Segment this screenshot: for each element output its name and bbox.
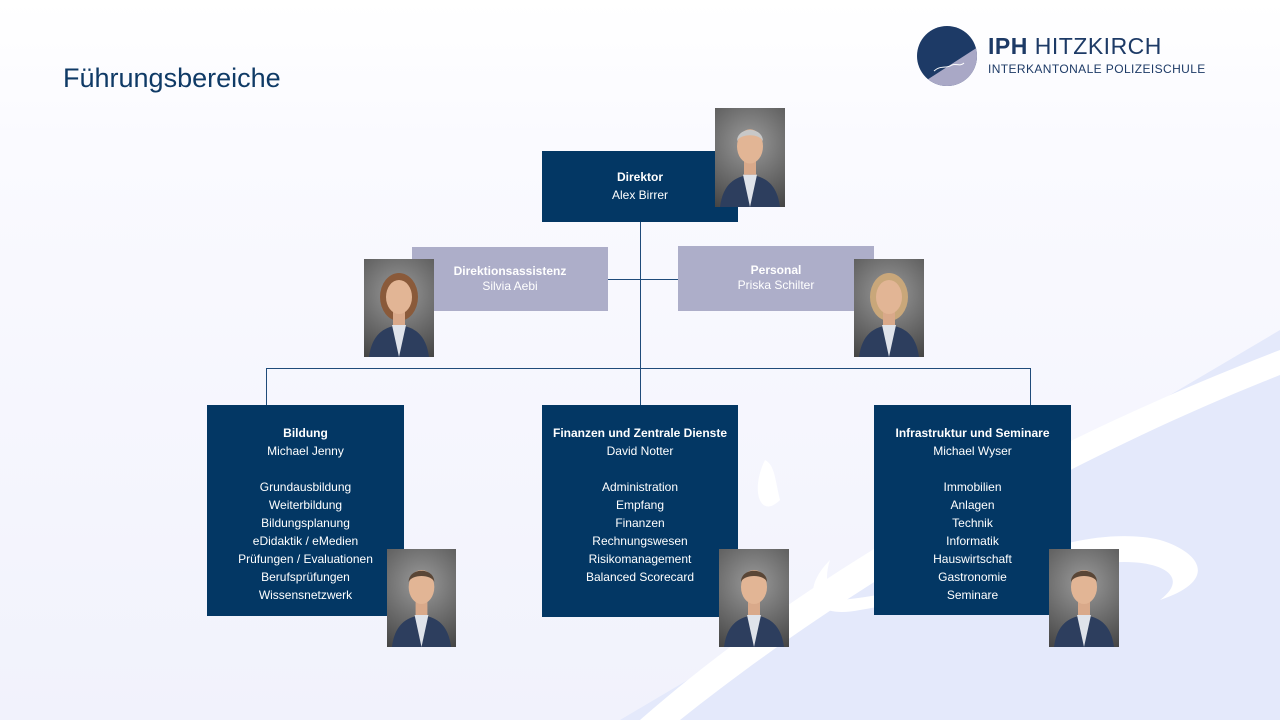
person-name: David Notter <box>606 444 674 458</box>
person-name: Michael Wyser <box>933 444 1012 458</box>
portrait-photo-director <box>715 108 785 207</box>
responsibility-item: Berufsprüfungen <box>261 570 350 584</box>
responsibility-item: Grundausbildung <box>259 480 352 494</box>
responsibility-item: Hauswirtschaft <box>933 552 1012 566</box>
portrait-photo-finanzen <box>719 549 789 647</box>
role-label: Direktionsassistenz <box>453 264 567 278</box>
connector-line <box>640 222 641 405</box>
portrait-photo-bildung <box>387 549 456 647</box>
page-title: Führungsbereiche <box>63 63 281 93</box>
responsibility-item: Rechnungswesen <box>592 534 688 548</box>
role-label: Personal <box>750 263 802 277</box>
responsibility-item: Administration <box>601 480 679 494</box>
portrait-photo-personal <box>854 259 924 357</box>
responsibility-item: Seminare <box>946 588 999 602</box>
responsibility-item: Anlagen <box>950 498 995 512</box>
logo-bold: IPH <box>988 33 1028 59</box>
responsibility-item: Risikomanagement <box>588 552 692 566</box>
role-label: Direktor <box>616 170 663 184</box>
org-box-infrastruktur: Infrastruktur und Seminare Michael Wyser… <box>874 405 1071 615</box>
responsibility-item: Gastronomie <box>938 570 1007 584</box>
responsibility-item: Finanzen <box>615 516 665 530</box>
responsibility-item: Technik <box>952 516 993 530</box>
logo-subtitle: INTERKANTONALE POLIZEISCHULE <box>988 62 1206 76</box>
responsibility-item: Bildungsplanung <box>261 516 350 530</box>
connector-line <box>266 368 267 405</box>
responsibility-item: Informatik <box>946 534 999 548</box>
responsibility-item: Wissensnetzwerk <box>258 588 353 602</box>
responsibility-item: Weiterbildung <box>268 498 343 512</box>
person-name: Silvia Aebi <box>482 279 538 293</box>
portrait-photo-infrastruktur <box>1049 549 1119 647</box>
person-name: Priska Schilter <box>737 278 815 292</box>
responsibility-item: Empfang <box>615 498 665 512</box>
org-box-personal: Personal Priska Schilter <box>678 246 874 311</box>
connector-line <box>266 368 1031 369</box>
org-box-finanzen: Finanzen und Zentrale Dienste David Nott… <box>542 405 738 617</box>
responsibility-item: Balanced Scorecard <box>585 570 695 584</box>
person-name: Alex Birrer <box>611 188 668 202</box>
org-box-assistant: Direktionsassistenz Silvia Aebi <box>412 247 608 311</box>
role-label: Finanzen und Zentrale Dienste <box>552 426 728 440</box>
logo-mark-icon <box>917 26 977 86</box>
portrait-photo-assistant <box>364 259 434 357</box>
logo: IPH HITZKIRCH INTERKANTONALE POLIZEISCHU… <box>916 25 1205 89</box>
responsibility-item: Immobilien <box>943 480 1002 494</box>
responsibility-item: Prüfungen / Evaluationen <box>238 552 373 566</box>
responsibility-item: eDidaktik / eMedien <box>252 534 359 548</box>
person-name: Michael Jenny <box>267 444 344 458</box>
connector-line <box>608 279 678 280</box>
connector-line <box>1030 368 1031 405</box>
org-box-bildung: Bildung Michael Jenny Grundausbildung We… <box>207 405 404 616</box>
role-label: Infrastruktur und Seminare <box>895 426 1050 440</box>
role-label: Bildung <box>283 426 328 440</box>
org-box-director: Direktor Alex Birrer <box>542 151 738 222</box>
logo-name: HITZKIRCH <box>1034 33 1162 59</box>
